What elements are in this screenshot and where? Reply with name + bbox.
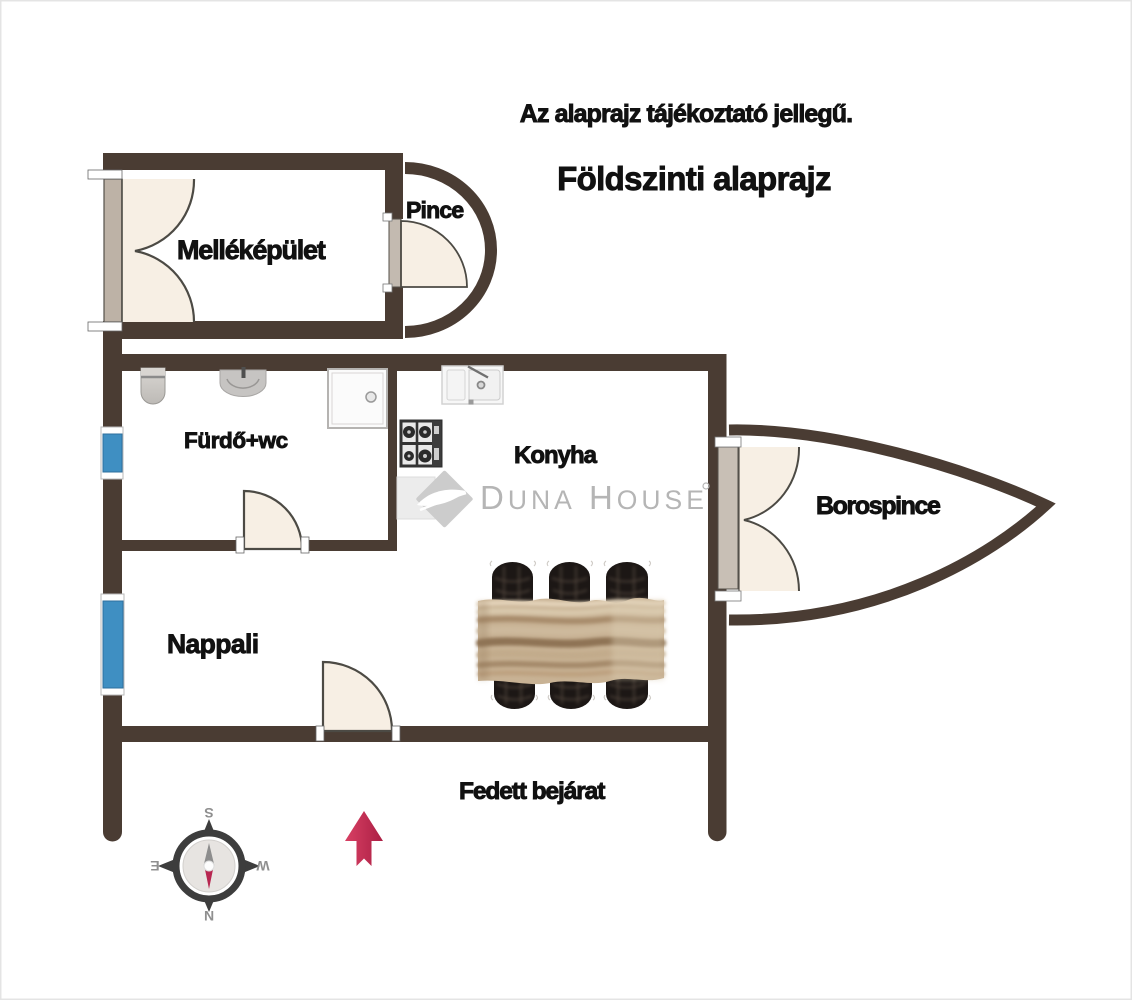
svg-text:Pince: Pince	[406, 197, 463, 223]
svg-text:E: E	[150, 858, 159, 874]
svg-text:Fürdő+wc: Fürdő+wc	[184, 428, 288, 453]
svg-text:S: S	[204, 805, 213, 821]
svg-text:DUNA HOUSE: DUNA HOUSE	[480, 479, 708, 516]
svg-text:W: W	[256, 858, 270, 874]
svg-text:Melléképület: Melléképület	[177, 235, 326, 265]
svg-text:Földszinti alaprajz: Földszinti alaprajz	[557, 160, 831, 197]
svg-text:Konyha: Konyha	[514, 442, 598, 469]
svg-text:Nappali: Nappali	[167, 629, 259, 659]
svg-text:Fedett bejárat: Fedett bejárat	[459, 778, 605, 805]
svg-text:Az alaprajz tájékoztató jelleg: Az alaprajz tájékoztató jellegű.	[520, 100, 852, 128]
svg-text:Borospince: Borospince	[816, 492, 941, 520]
svg-text:N: N	[204, 908, 214, 924]
